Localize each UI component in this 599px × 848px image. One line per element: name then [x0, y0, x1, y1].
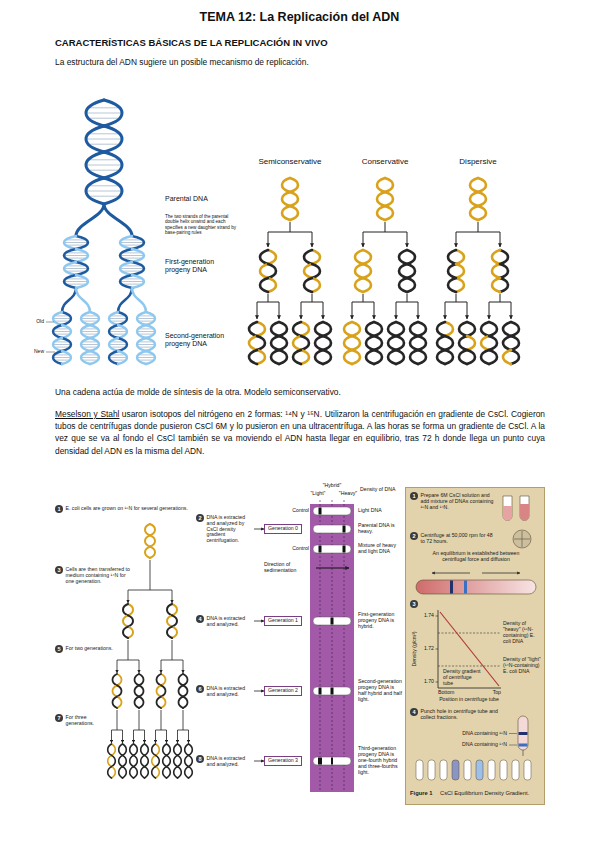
text-label: New [34, 349, 44, 355]
step-text: Prepare 6M CsCl solution and add mixture… [421, 492, 497, 511]
step-text: Centrifuge at 50,000 rpm for 48 to 72 ho… [421, 532, 497, 545]
panel-text: An equilibrium is established between ce… [420, 551, 532, 563]
step-text: DNA is extracted and analyzed by CsCl de… [207, 514, 255, 545]
step-number: 8 [196, 755, 204, 763]
step-number: 7 [55, 714, 63, 722]
text-label: The two strands of the parental double h… [165, 214, 239, 235]
text-label: Control [292, 508, 309, 514]
text-label: Second-generation progeny DNA [165, 332, 239, 348]
generation-text: Generation 3 [268, 757, 298, 763]
step-number: 3 [55, 566, 63, 574]
text-label: Parental DNA is heavy. [358, 523, 402, 535]
body-text: usaron isotopos del nitrógeno en 2 forma… [55, 409, 545, 456]
text-label: First-generation progeny DNA [165, 258, 239, 274]
text-label: Third-generation progeny DNA is one-four… [358, 746, 402, 776]
generation-tag: Generation 1 [264, 616, 302, 626]
generation-text: Generation 2 [268, 687, 298, 693]
step: 1Prepare 6M CsCl solution and add mixtur… [410, 492, 496, 511]
text-label: Mixture of heavy and light DNA [358, 543, 402, 555]
step-number: 1 [55, 505, 63, 513]
step-number: 5 [55, 645, 63, 653]
panel-text: Bottom [438, 690, 454, 696]
step: 4DNA is extracted and analyzed. [196, 615, 254, 628]
text-label: Old [36, 319, 44, 325]
panel-text: Density gradient of centrifuge tube [443, 669, 483, 687]
step: 3 [410, 600, 418, 608]
text-label: Second-generation progeny DNA is half hy… [358, 679, 402, 703]
step-text: DNA is extracted and analyzed. [207, 615, 255, 628]
panel-text: DNA containing ¹⁵N [462, 731, 507, 737]
paragraph: Meselson y Stahlusaron isotopos del nitr… [55, 408, 545, 457]
panel-text: Top [493, 690, 501, 696]
generation-tag: Generation 3 [264, 756, 302, 766]
generation-tag: Generation 0 [264, 524, 302, 534]
step-text: Punch hole in centrifuge tube and collec… [421, 708, 509, 721]
step: 5For two generations. [55, 645, 115, 653]
text-label: La estructura del ADN sugiere un posible… [55, 58, 309, 68]
gradient-tubes [310, 500, 354, 792]
figure-panel: An equilibrium is established between ce… [405, 487, 545, 805]
step-text: Cells are then transferred to medium con… [66, 566, 136, 585]
text-label: CARACTERÍSTICAS BÁSICAS DE LA REPLICACIÓ… [55, 38, 328, 49]
step-number: 6 [196, 685, 204, 693]
text-label: Semiconservative [258, 157, 321, 166]
step: 6DNA is extracted and analyzed. [196, 685, 254, 698]
generation-text: Generation 1 [268, 617, 298, 623]
step-number: 4 [196, 615, 204, 623]
panel-text: Density of "light" (¹⁴N-containing) E. c… [503, 657, 543, 675]
panel-text: 1.70 [424, 679, 434, 685]
generation-text: Generation 0 [268, 525, 298, 531]
panel-text: Density of "heavy" (¹⁵N-containing) E. c… [503, 621, 543, 645]
step-number: 2 [196, 514, 204, 522]
step-text: For two generations. [66, 645, 116, 652]
step-text: DNA is extracted and analyzed. [207, 685, 255, 698]
author-names: Meselson y Stahl [55, 409, 119, 419]
meselson-dna-tree [108, 524, 193, 778]
connector-arrow [254, 621, 264, 622]
panel-text: Position in centrifuge tube [439, 697, 499, 703]
text-label: Density of DNA [360, 487, 402, 493]
text-label: Direction of sedimentation [264, 562, 308, 574]
step-number: 2 [410, 532, 418, 540]
semiconservative-tree [249, 178, 331, 364]
text-label: Dispersive [459, 157, 496, 166]
conservative-tree [344, 178, 426, 364]
step: 2Centrifuge at 50,000 rpm for 48 to 72 h… [410, 532, 496, 545]
text-label: Light DNA [358, 508, 402, 514]
text-label: "Light" [311, 491, 326, 497]
text-label: "Heavy" [339, 491, 357, 497]
step: 2DNA is extracted and analyzed by CsCl d… [196, 514, 254, 545]
step-number: 1 [410, 492, 418, 500]
step-number: 3 [410, 600, 418, 608]
text-label: Control [292, 546, 309, 552]
text-label: Una cadena actúa de molde de síntesis de… [55, 388, 341, 398]
step: 8DNA is extracted and analyzed. [196, 755, 254, 768]
text-label: Parental DNA [165, 195, 208, 203]
page-title: TEMA 12: La Replicación del ADN [200, 10, 400, 24]
panel-text: 1.72 [424, 646, 434, 652]
panel-text: Density (g/cm³) [412, 631, 418, 666]
step-number: 4 [410, 708, 418, 716]
connector-arrow [254, 691, 264, 692]
panel-text: 1.74 [424, 613, 434, 619]
text-label: First-generation progeny DNA is hybrid. [358, 612, 402, 630]
step-text: For three generations. [66, 714, 110, 727]
connector-arrow [254, 529, 264, 530]
step-text: DNA is extracted and analyzed. [207, 755, 255, 768]
step: 3Cells are then transferred to medium co… [55, 566, 135, 585]
step: 1E. coli cells are grown on ¹⁵N for seve… [55, 505, 190, 513]
step: 7For three generations. [55, 714, 109, 727]
panel-text: Figure 1 [410, 790, 433, 797]
step-text: E. coli cells are grown on ¹⁵N for sever… [66, 505, 191, 512]
step: 4Punch hole in centrifuge tube and colle… [410, 708, 508, 721]
connector-arrow [254, 761, 264, 762]
panel-text: CsCl Equilibrium Density Gradient. [440, 790, 529, 797]
text-label: "Hybrid" [323, 483, 342, 489]
panel-text: DNA containing ¹⁴N [462, 742, 507, 748]
text-label: Conservative [362, 157, 409, 166]
dispersive-tree [437, 178, 519, 364]
helix-illustration [46, 100, 155, 364]
generation-tag: Generation 2 [264, 686, 302, 696]
